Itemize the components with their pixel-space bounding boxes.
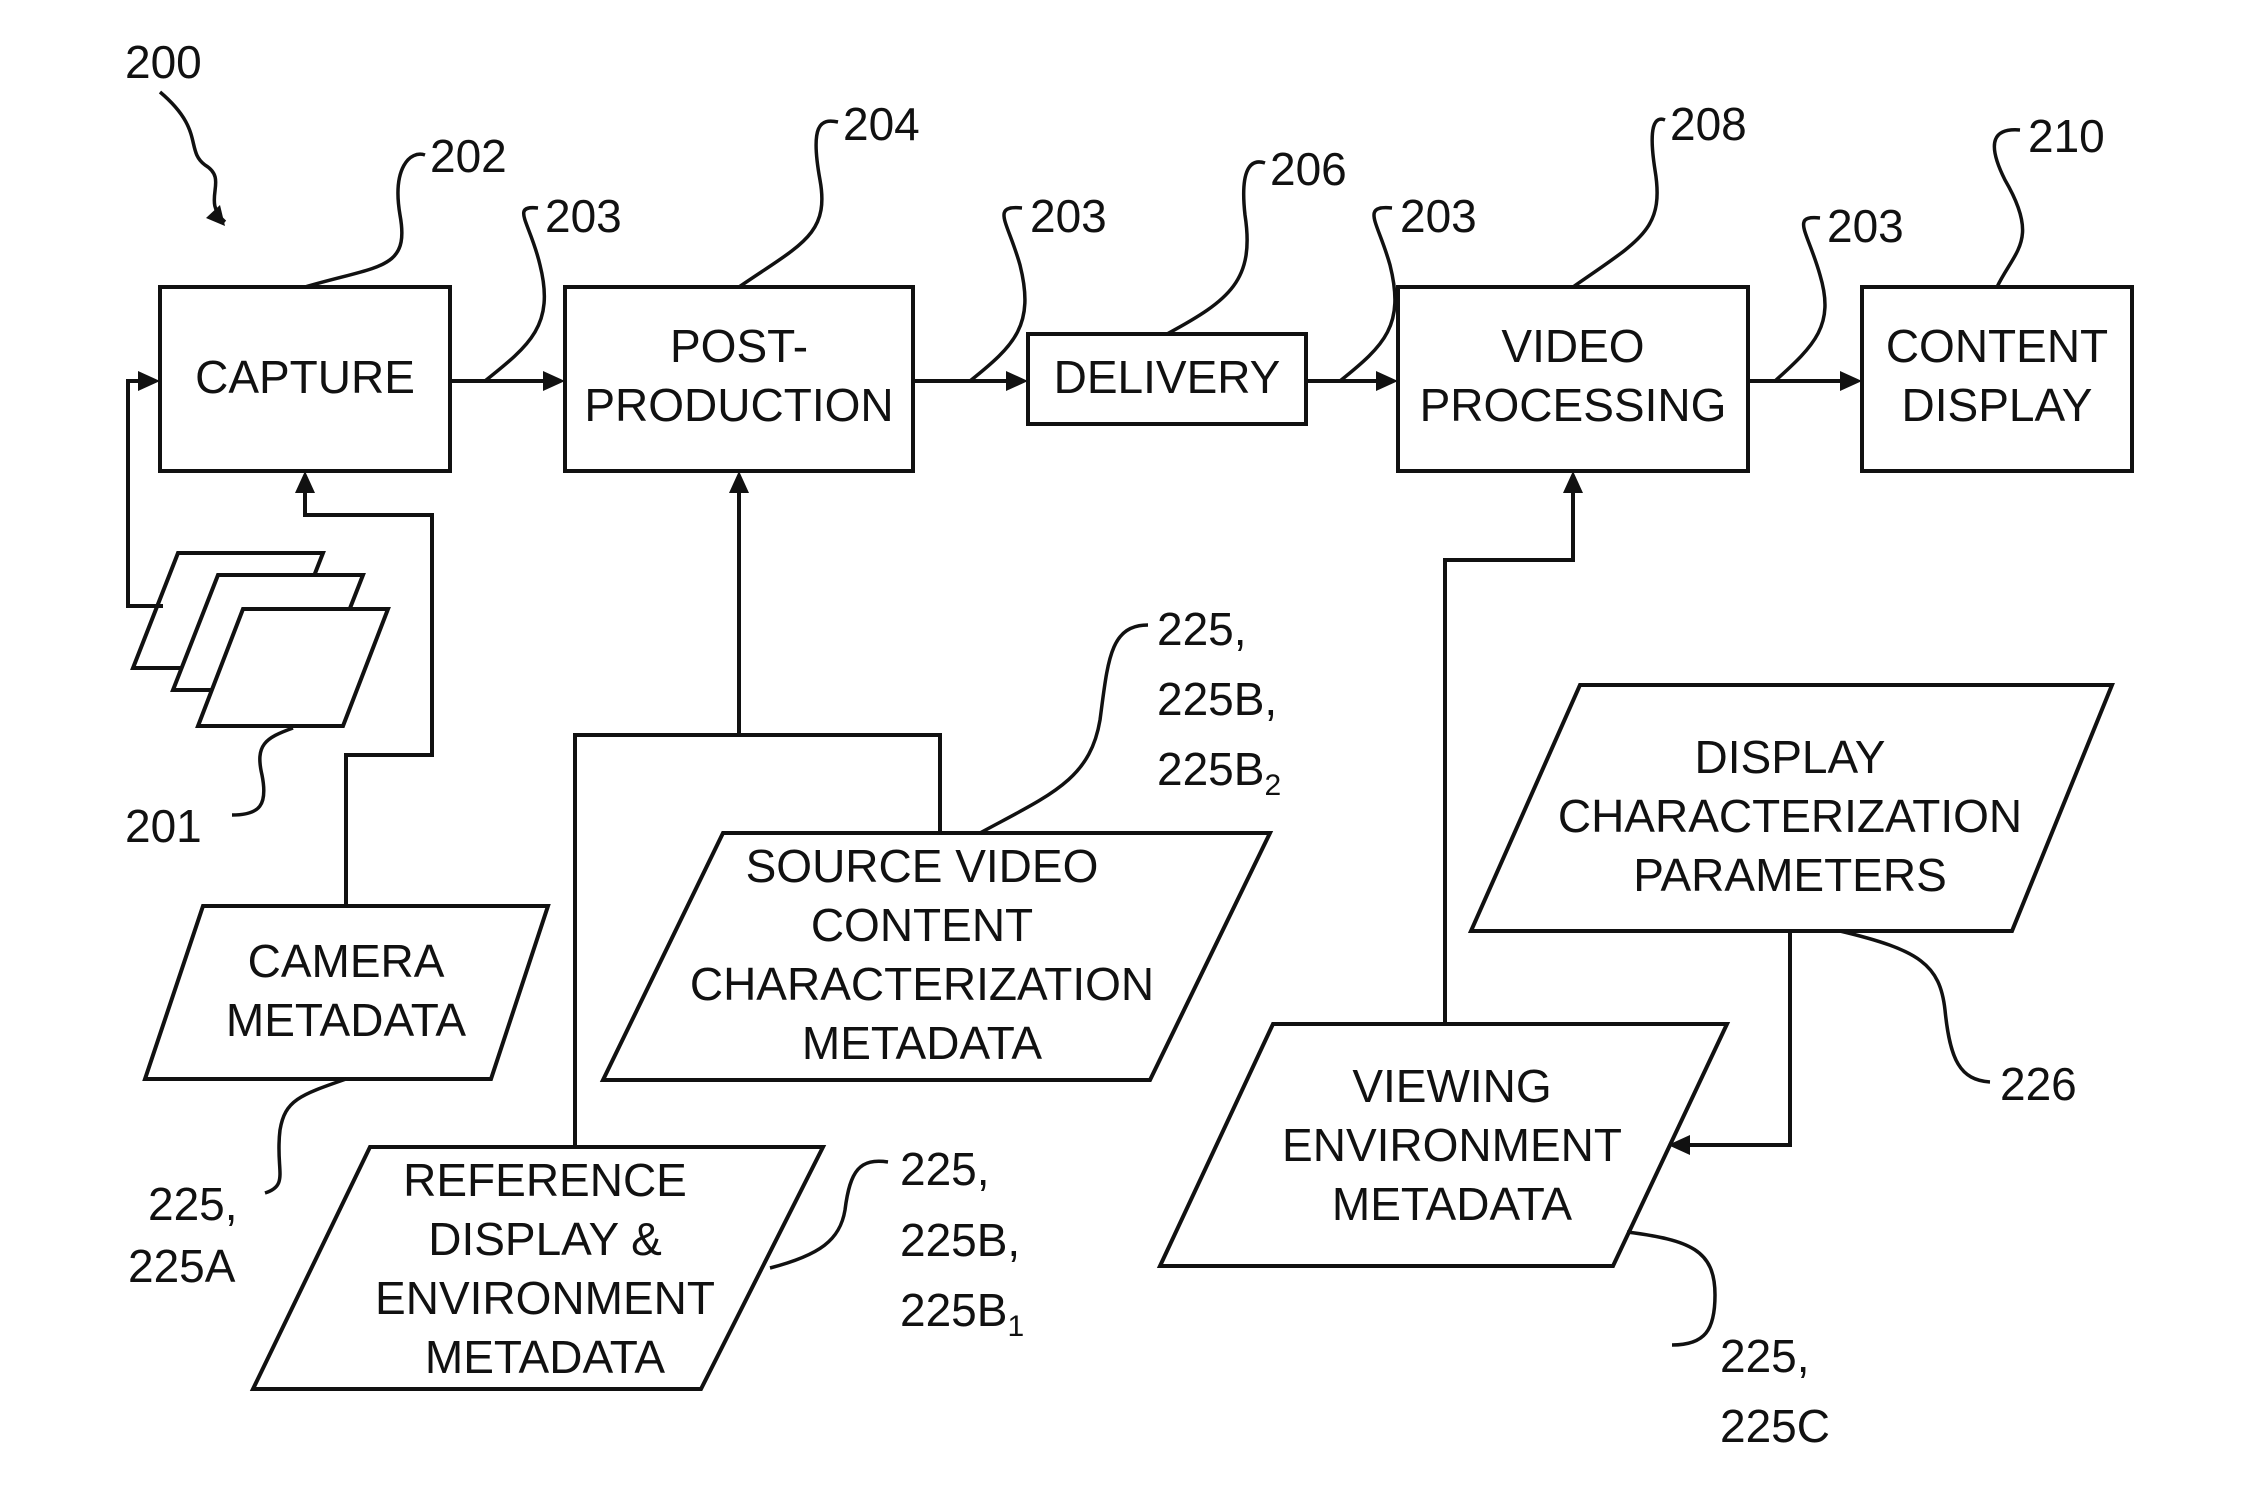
reference-display-metadata-block: REFERENCE DISPLAY & ENVIRONMENT METADATA bbox=[249, 1145, 827, 1391]
source-video-label-line3: CHARACTERIZATION bbox=[690, 958, 1154, 1010]
viewing-to-processing-arrowhead bbox=[1563, 471, 1583, 493]
video-processing-block: VIDEO PROCESSING bbox=[1396, 285, 1750, 473]
delivery-label: DELIVERY bbox=[1054, 351, 1281, 403]
metadata-merge-to-post-arrowhead bbox=[729, 471, 749, 493]
display-characterization-label-line3: PARAMETERS bbox=[1633, 849, 1947, 901]
display-char-to-viewing-line bbox=[1688, 931, 1792, 1147]
ref-202: 202 bbox=[430, 130, 507, 182]
source-video-metadata-block: SOURCE VIDEO CONTENT CHARACTERIZATION ME… bbox=[599, 831, 1274, 1082]
ref-203-a-leader bbox=[483, 205, 546, 383]
ref-203-c-leader bbox=[1338, 205, 1397, 383]
capture-block: CAPTURE bbox=[158, 285, 452, 473]
camera-to-capture-arrowhead bbox=[295, 471, 315, 493]
ref-source-video-leader bbox=[979, 623, 1149, 835]
ref-camera-leader bbox=[264, 1077, 347, 1195]
figure-label-200: 200 bbox=[125, 36, 202, 88]
reference-display-label-line2: DISPLAY & bbox=[428, 1213, 662, 1265]
ref-204-leader bbox=[738, 119, 839, 289]
display-characterization-label-line1: DISPLAY bbox=[1695, 731, 1886, 783]
display-characterization-block: DISPLAY CHARACTERIZATION PARAMETERS bbox=[1467, 683, 2115, 933]
figure-label-leader bbox=[158, 90, 227, 224]
ref-reference-display-line3: 225B1 bbox=[900, 1284, 1024, 1343]
frames-to-capture-line bbox=[126, 379, 163, 608]
source-video-label-line1: SOURCE VIDEO bbox=[746, 840, 1099, 892]
reference-display-label-line1: REFERENCE bbox=[403, 1154, 687, 1206]
flow-arrow-processing-to-display bbox=[1748, 371, 1862, 391]
ref-camera-line2: 225A bbox=[128, 1240, 236, 1292]
frames-to-capture-arrowhead bbox=[138, 371, 160, 391]
ref-viewing-line2: 225C bbox=[1720, 1400, 1830, 1452]
ref-viewing-leader bbox=[1626, 1230, 1717, 1347]
delivery-block: DELIVERY bbox=[1026, 332, 1308, 426]
ref-206-leader bbox=[1166, 160, 1266, 336]
ref-202-leader bbox=[304, 152, 426, 289]
content-display-label-line2: DISPLAY bbox=[1902, 379, 2093, 431]
camera-to-capture-line bbox=[303, 491, 434, 906]
ref-reference-display-line2: 225B, bbox=[900, 1214, 1020, 1266]
viewing-environment-label-line2: ENVIRONMENT bbox=[1282, 1119, 1622, 1171]
content-display-label-line1: CONTENT bbox=[1886, 320, 2108, 372]
viewing-environment-label-line1: VIEWING bbox=[1352, 1060, 1551, 1112]
post-production-block: POST- PRODUCTION bbox=[563, 285, 915, 473]
ref-203-b: 203 bbox=[1030, 190, 1107, 242]
ref-206: 206 bbox=[1270, 143, 1347, 195]
ref-210: 210 bbox=[2028, 110, 2105, 162]
reference-display-label-line4: METADATA bbox=[425, 1331, 666, 1383]
camera-metadata-block: CAMERA METADATA bbox=[142, 904, 551, 1081]
ref-203-b-leader bbox=[968, 205, 1027, 383]
ref-203-c: 203 bbox=[1400, 190, 1477, 242]
ref-226: 226 bbox=[2000, 1058, 2077, 1110]
reference-display-label-line3: ENVIRONMENT bbox=[375, 1272, 715, 1324]
ref-source-video-line2: 225B, bbox=[1157, 673, 1277, 725]
ref-203-d-leader bbox=[1773, 215, 1827, 383]
post-production-label-line1: POST- bbox=[670, 320, 808, 372]
viewing-to-processing-line bbox=[1443, 491, 1575, 1024]
camera-metadata-label-line1: CAMERA bbox=[248, 935, 445, 987]
ref-226-leader bbox=[1839, 929, 1991, 1084]
video-processing-label-line1: VIDEO bbox=[1501, 320, 1644, 372]
display-characterization-label-line2: CHARACTERIZATION bbox=[1558, 790, 2022, 842]
video-processing-label-line2: PROCESSING bbox=[1420, 379, 1727, 431]
source-video-label-line2: CONTENT bbox=[811, 899, 1033, 951]
ref-208: 208 bbox=[1670, 98, 1747, 150]
ref-201: 201 bbox=[125, 800, 202, 852]
camera-metadata-label-line2: METADATA bbox=[226, 994, 467, 1046]
content-display-block: CONTENT DISPLAY bbox=[1860, 285, 2134, 473]
flow-arrow-capture-to-post bbox=[450, 371, 565, 391]
ref-reference-display-line1: 225, bbox=[900, 1143, 990, 1195]
ref-204: 204 bbox=[843, 98, 920, 150]
flow-arrow-post-to-delivery bbox=[913, 371, 1028, 391]
post-production-label-line2: PRODUCTION bbox=[584, 379, 893, 431]
frame-front bbox=[195, 607, 391, 728]
display-char-to-viewing-arrowhead bbox=[1668, 1135, 1690, 1155]
capture-label: CAPTURE bbox=[195, 351, 415, 403]
ref-source-video-line1: 225, bbox=[1157, 603, 1247, 655]
viewing-environment-label-line3: METADATA bbox=[1332, 1178, 1573, 1230]
metadata-merge-to-post-line bbox=[573, 491, 942, 1147]
ref-210-leader bbox=[1992, 128, 2025, 288]
frames-stack bbox=[130, 551, 391, 728]
source-video-label-line4: METADATA bbox=[802, 1017, 1043, 1069]
ref-camera-line1: 225, bbox=[148, 1178, 238, 1230]
ref-source-video-line3: 225B2 bbox=[1157, 743, 1281, 802]
ref-203-d: 203 bbox=[1827, 200, 1904, 252]
ref-viewing-line1: 225, bbox=[1720, 1330, 1810, 1382]
ref-203-a: 203 bbox=[545, 190, 622, 242]
figure-label-arrowhead bbox=[206, 205, 225, 226]
flow-arrow-delivery-to-processing bbox=[1306, 371, 1398, 391]
ref-208-leader bbox=[1571, 117, 1666, 289]
viewing-environment-block: VIEWING ENVIRONMENT METADATA bbox=[1156, 1022, 1731, 1268]
ref-201-leader bbox=[231, 726, 294, 817]
ref-reference-display-leader bbox=[769, 1159, 889, 1270]
